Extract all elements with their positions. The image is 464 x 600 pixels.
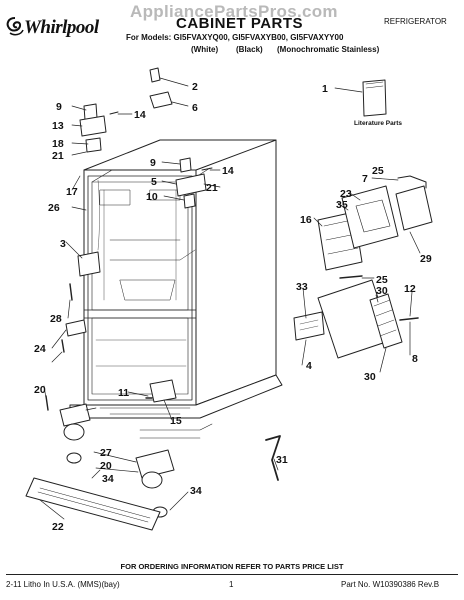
callout-18: 18 bbox=[52, 138, 64, 150]
callout-25b: 25 bbox=[376, 274, 388, 286]
callout-23: 23 bbox=[340, 188, 352, 200]
callout-21a: 21 bbox=[52, 150, 64, 162]
page-title: CABINET PARTS bbox=[176, 15, 304, 32]
callout-11: 11 bbox=[118, 387, 129, 399]
toe-grille bbox=[25, 477, 161, 531]
page-number: 1 bbox=[229, 580, 234, 589]
top-hinge-right bbox=[175, 157, 213, 209]
whirlpool-swirl-icon bbox=[6, 17, 24, 36]
roller-foot-center bbox=[145, 379, 177, 403]
callout-22: 22 bbox=[52, 521, 64, 533]
callout-31: 31 bbox=[276, 454, 288, 466]
variant-white: (White) bbox=[191, 45, 219, 54]
top-hinge-left bbox=[79, 67, 173, 153]
brand-logo: Whirlpool bbox=[4, 12, 122, 42]
callout-3: 3 bbox=[60, 238, 66, 250]
footer-divider bbox=[6, 574, 458, 575]
callout-33: 33 bbox=[296, 281, 308, 293]
callout-15: 15 bbox=[170, 415, 182, 427]
callout-7: 7 bbox=[362, 173, 368, 185]
cabinet-body bbox=[69, 139, 283, 439]
callout-14b: 14 bbox=[222, 165, 234, 177]
evaporator-assembly bbox=[317, 175, 433, 271]
brand-name: Whirlpool bbox=[24, 17, 99, 38]
watermark: AppliancePartsPros.com bbox=[130, 2, 338, 21]
callout-2: 2 bbox=[192, 81, 198, 93]
screws-right bbox=[339, 275, 419, 321]
callout-labels: 1 2 3 4 5 6 7 8 9 9 10 11 12 13 14 14 15… bbox=[34, 81, 432, 533]
part-number: Part No. W10390386 Rev.B bbox=[341, 580, 440, 589]
literature-label: Literature Parts bbox=[354, 120, 402, 127]
literature-parts bbox=[362, 79, 387, 117]
callout-16: 16 bbox=[300, 214, 312, 226]
callout-26: 26 bbox=[48, 202, 60, 214]
variant-black: (Black) bbox=[236, 45, 263, 54]
category-label: REFRIGERATOR bbox=[384, 17, 447, 26]
callout-34a: 34 bbox=[102, 473, 114, 485]
callout-28: 28 bbox=[50, 313, 62, 325]
callout-24: 24 bbox=[34, 343, 46, 355]
callout-13: 13 bbox=[52, 120, 64, 132]
callout-4: 4 bbox=[306, 360, 312, 372]
callout-20b: 20 bbox=[100, 460, 112, 472]
models-line: For Models: GI5FVAXYQ00, GI5FVAXYB00, GI… bbox=[126, 33, 344, 42]
callout-21b: 21 bbox=[206, 182, 218, 194]
callout-30b: 30 bbox=[364, 371, 376, 383]
side-bracket bbox=[45, 251, 101, 411]
callout-27: 27 bbox=[100, 447, 112, 459]
callout-9a: 9 bbox=[56, 101, 62, 113]
lower-hinge-left bbox=[59, 403, 91, 464]
litho-info: 2-11 Litho In U.S.A. (MMS)(bay) bbox=[6, 580, 120, 589]
callout-8: 8 bbox=[412, 353, 418, 365]
callout-25a: 25 bbox=[372, 165, 384, 177]
lower-hinge-right bbox=[135, 449, 175, 518]
ordering-note: FOR ORDERING INFORMATION REFER TO PARTS … bbox=[120, 562, 344, 571]
callout-12: 12 bbox=[404, 283, 416, 295]
callout-10: 10 bbox=[146, 191, 158, 203]
callout-6: 6 bbox=[192, 102, 198, 114]
callout-5: 5 bbox=[151, 176, 157, 188]
callout-17: 17 bbox=[66, 186, 78, 198]
water-tube-tool bbox=[265, 435, 281, 481]
callout-30a: 30 bbox=[376, 285, 388, 297]
callout-20a: 20 bbox=[34, 384, 46, 396]
leader-lines bbox=[39, 77, 421, 520]
callout-1: 1 bbox=[322, 83, 328, 95]
callout-14a: 14 bbox=[134, 109, 146, 121]
callout-34b: 34 bbox=[190, 485, 202, 497]
callout-29: 29 bbox=[420, 253, 432, 265]
callout-9b: 9 bbox=[150, 157, 156, 169]
freezer-rear-panel bbox=[293, 279, 403, 359]
callout-35: 35 bbox=[336, 199, 348, 211]
variant-stainless: (Monochromatic Stainless) bbox=[277, 45, 380, 54]
